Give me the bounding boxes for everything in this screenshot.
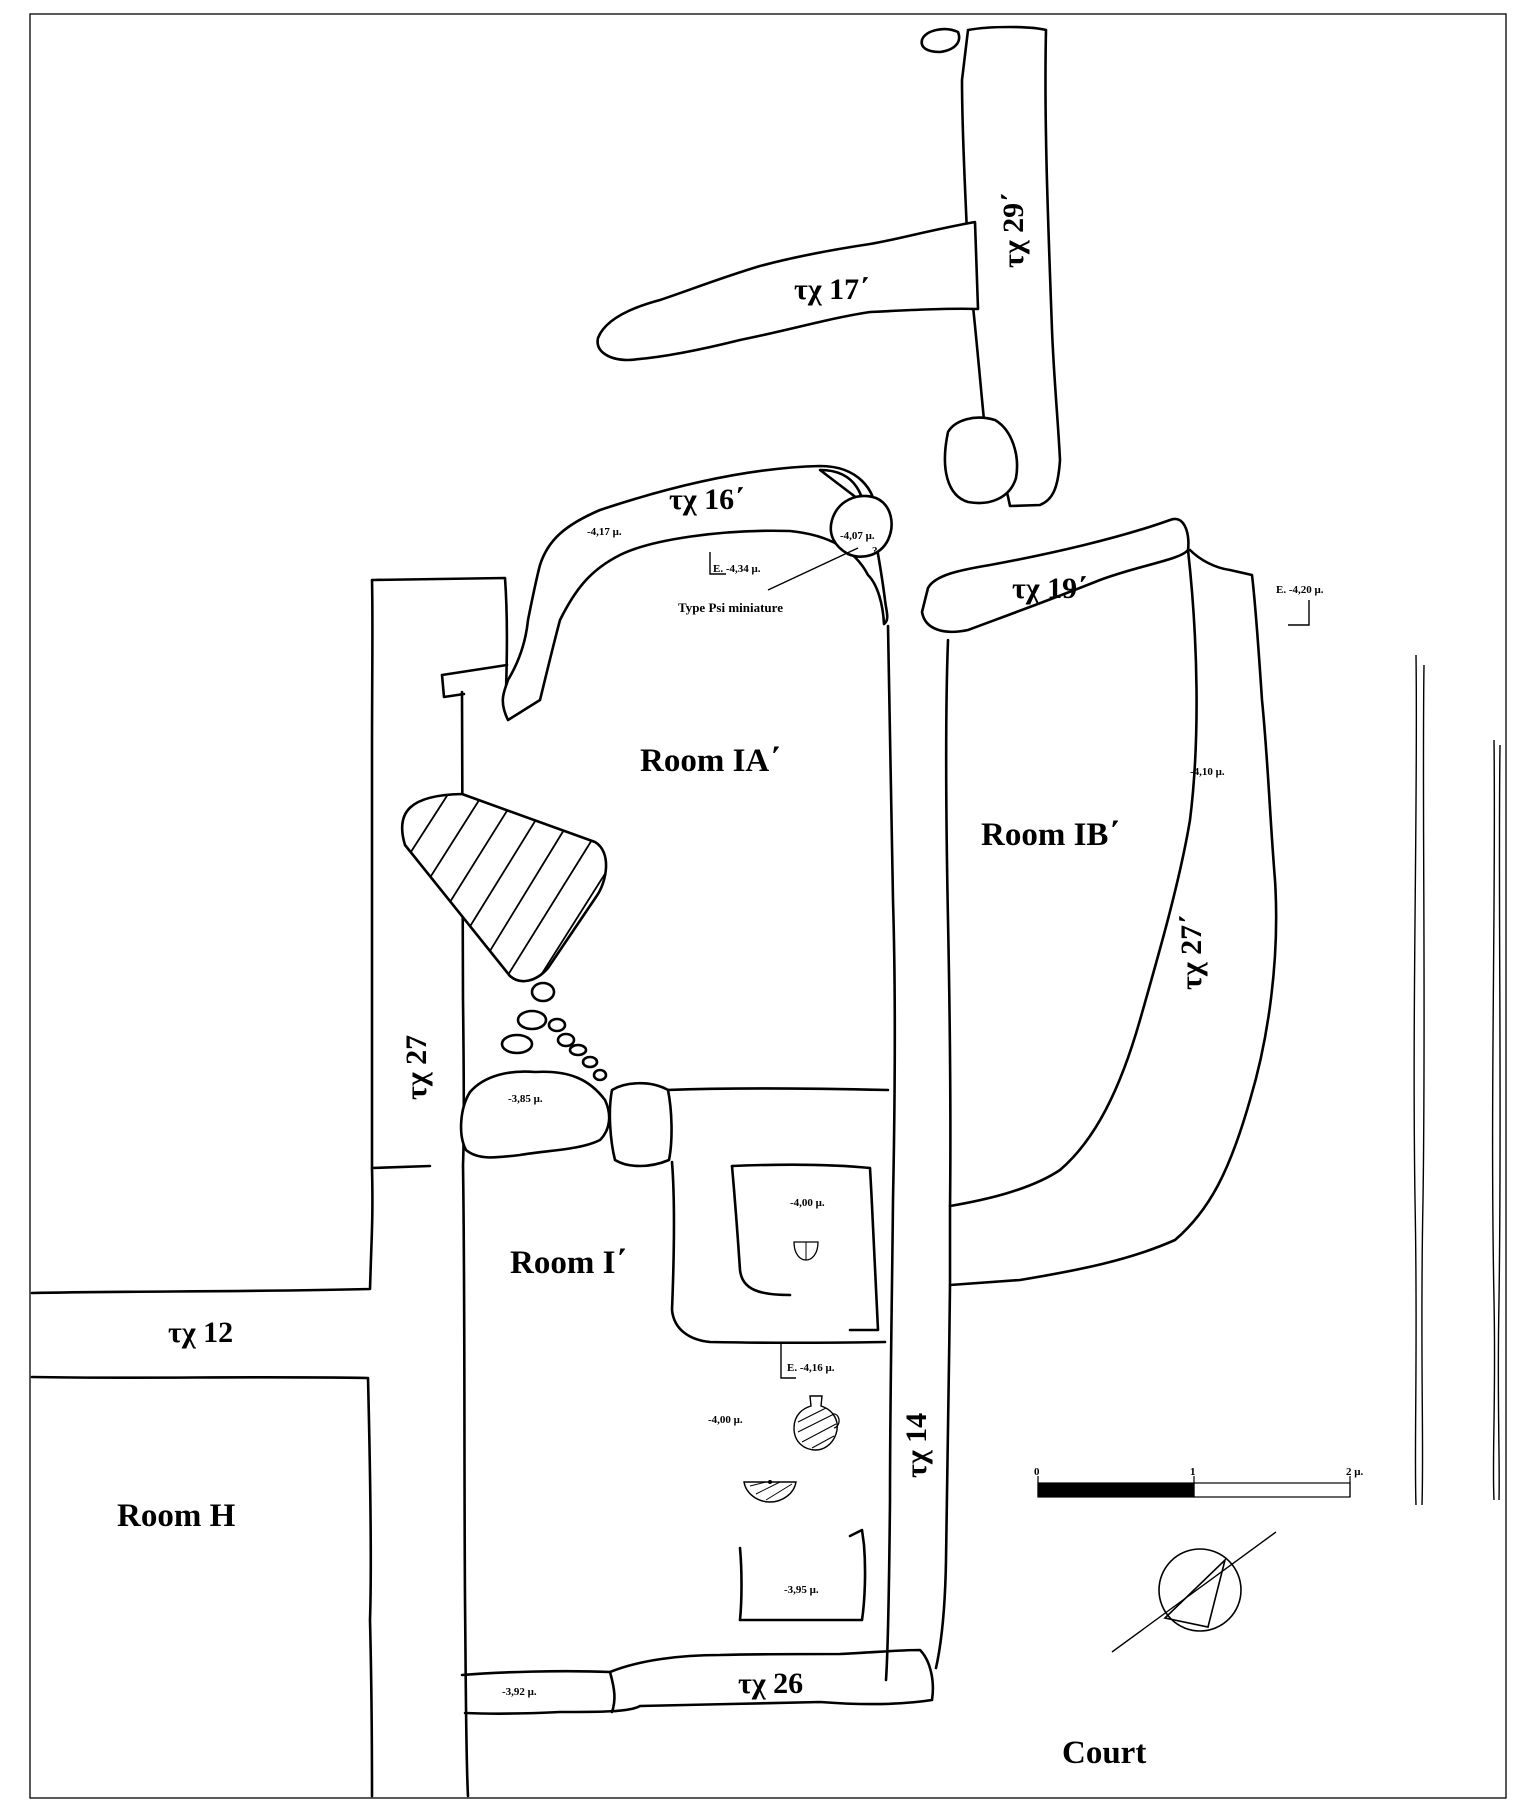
type-psi-label: Type Psi miniature — [678, 600, 783, 615]
wall-14-label: τχ 14 — [900, 1413, 933, 1478]
elevation-400b: -4,00 μ. — [708, 1414, 743, 1426]
level-marker — [780, 1342, 796, 1379]
stone-29-top — [920, 27, 961, 54]
elevation-410: -4,10 μ. — [1190, 766, 1225, 778]
bench-lower — [738, 1528, 867, 1622]
edge-line-1b — [1421, 664, 1425, 1506]
room-ia-label: Room IA΄ — [640, 743, 780, 779]
stone-385 — [459, 1070, 611, 1159]
bench-inner — [730, 1163, 880, 1332]
wall-27p-label: τχ 27΄ — [1175, 915, 1208, 990]
wall-14-right — [934, 638, 952, 1670]
elevation-416: E. -4,16 μ. — [787, 1362, 835, 1374]
room-h-label: Room H — [117, 1498, 236, 1534]
wall-19-top — [948, 548, 1278, 1287]
question-mark: ? — [872, 545, 878, 557]
wall-19-end — [948, 548, 1198, 1208]
wall-17 — [596, 220, 980, 362]
pebble — [581, 1055, 599, 1069]
elevation-392: -3,92 μ. — [502, 1686, 537, 1698]
pebble — [556, 1032, 576, 1048]
bowl-icon — [743, 1480, 797, 1503]
wall-27 — [370, 576, 509, 1170]
edge-line-2 — [1491, 739, 1496, 1501]
elevation-400a: -4,00 μ. — [790, 1197, 825, 1209]
wall-16 — [501, 464, 889, 722]
wall-27-notch — [440, 663, 509, 699]
pebble — [500, 1033, 534, 1055]
room-i-label: Room I΄ — [510, 1245, 626, 1281]
wall-17-label: τχ 17΄ — [794, 273, 869, 306]
pebble — [568, 1043, 588, 1057]
wall-19-label: τχ 19΄ — [1012, 572, 1087, 605]
elevation-420: E. -4,20 μ. — [1276, 584, 1324, 596]
scale-bar — [1037, 1476, 1351, 1498]
pebble — [516, 1009, 548, 1031]
stone-block — [608, 1081, 673, 1168]
pebble — [592, 1068, 608, 1082]
map-frame — [29, 13, 1507, 1799]
hatched-feature — [400, 792, 608, 983]
leader-line — [767, 547, 859, 591]
stone-16-end — [829, 494, 893, 558]
jug-icon — [793, 1395, 840, 1451]
room-ib-label: Room IB΄ — [981, 817, 1119, 853]
elevation-417: -4,17 μ. — [587, 526, 622, 538]
edge-line-1 — [1413, 654, 1418, 1506]
north-arrow-icon — [1111, 1531, 1277, 1653]
level-marker — [709, 552, 726, 575]
edge-line-2b — [1497, 744, 1501, 1501]
elevation-434: E. -4,34 μ. — [713, 563, 761, 575]
wall-12-lower — [30, 1375, 374, 1798]
scale-tick-2: 2 μ. — [1346, 1466, 1363, 1478]
wall-14 — [884, 624, 897, 1682]
wall-12-label: τχ 12 — [168, 1316, 233, 1349]
scale-tick-1: 1 — [1190, 1466, 1196, 1478]
pebble — [530, 981, 556, 1003]
scale-tick-0: 0 — [1034, 1466, 1040, 1478]
pebble — [547, 1017, 567, 1033]
wall-27-label: τχ 27 — [400, 1035, 433, 1100]
elevation-395: -3,95 μ. — [784, 1584, 819, 1596]
wall-12 — [30, 1164, 432, 1295]
bench-inner-left — [730, 1164, 792, 1297]
bench-upper — [664, 1087, 890, 1345]
elevation-407: -4,07 μ. — [840, 530, 875, 542]
stone-29-bottom — [943, 416, 1019, 505]
cup-icon — [793, 1241, 819, 1261]
wall-29-label: τχ 29΄ — [997, 193, 1030, 268]
level-marker — [1288, 600, 1310, 626]
wall-26 — [460, 1648, 935, 1715]
wall-26-divider — [608, 1670, 616, 1714]
court-label: Court — [1062, 1735, 1146, 1771]
elevation-385: -3,85 μ. — [508, 1093, 543, 1105]
wall-16-label: τχ 16΄ — [669, 483, 744, 516]
wall-26-label: τχ 26 — [738, 1667, 803, 1700]
